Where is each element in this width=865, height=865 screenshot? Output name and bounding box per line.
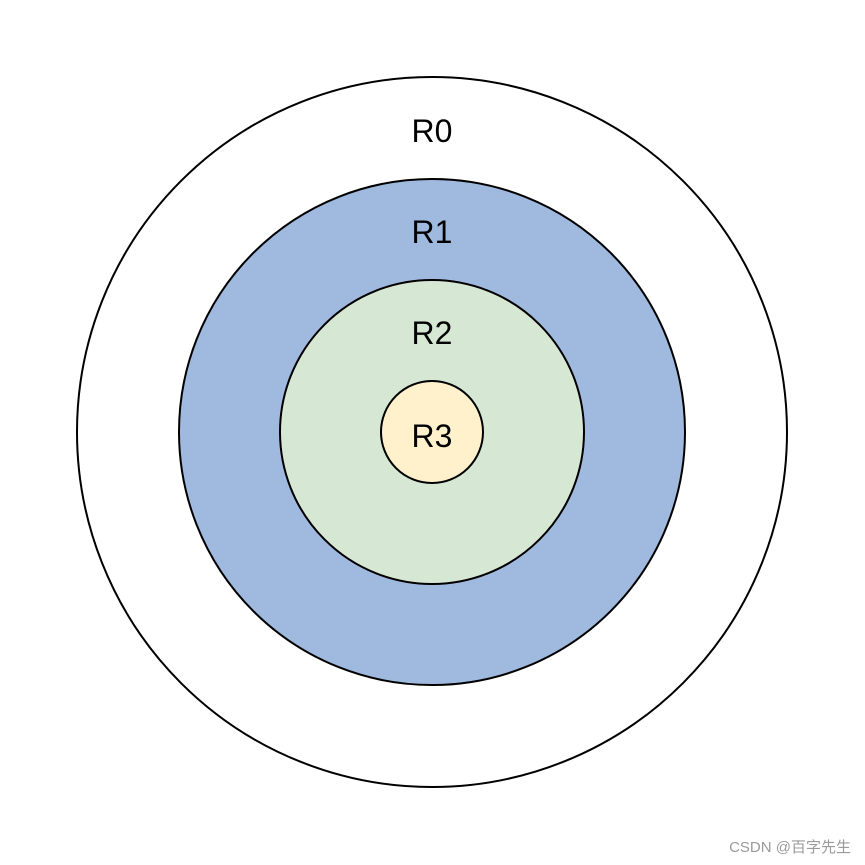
ring-r3-label: R3 [412, 418, 453, 454]
ring-r2-label: R2 [412, 315, 453, 351]
ring-r0-label: R0 [412, 113, 453, 149]
ring-r1-label: R1 [412, 214, 453, 250]
ring-r3 [380, 380, 484, 484]
csdn-watermark: CSDN @百字先生 [729, 839, 851, 856]
